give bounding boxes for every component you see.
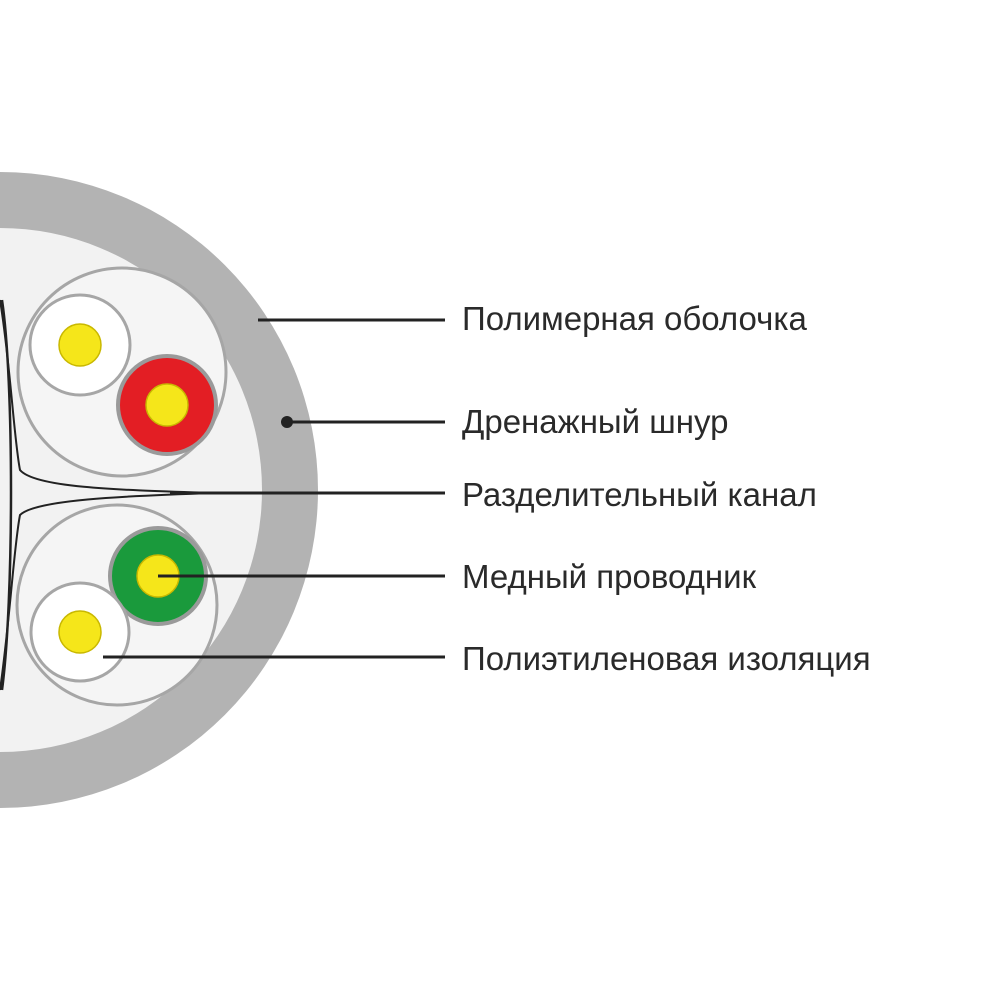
drain-wire-dot bbox=[281, 416, 293, 428]
label-polyethylene-insulation: Полиэтиленовая изоляция bbox=[462, 640, 871, 677]
red-conductor bbox=[145, 383, 189, 427]
label-drain-wire: Дренажный шнур bbox=[462, 403, 729, 440]
label-copper-conductor: Медный проводник bbox=[462, 558, 757, 595]
label-polymer-sheath: Полимерная оболочка bbox=[462, 300, 807, 337]
upper-white-conductor bbox=[58, 323, 102, 367]
separator-left-edge bbox=[0, 299, 13, 691]
label-separator-channel: Разделительный канал bbox=[462, 476, 817, 513]
lower-white-conductor bbox=[58, 610, 102, 654]
